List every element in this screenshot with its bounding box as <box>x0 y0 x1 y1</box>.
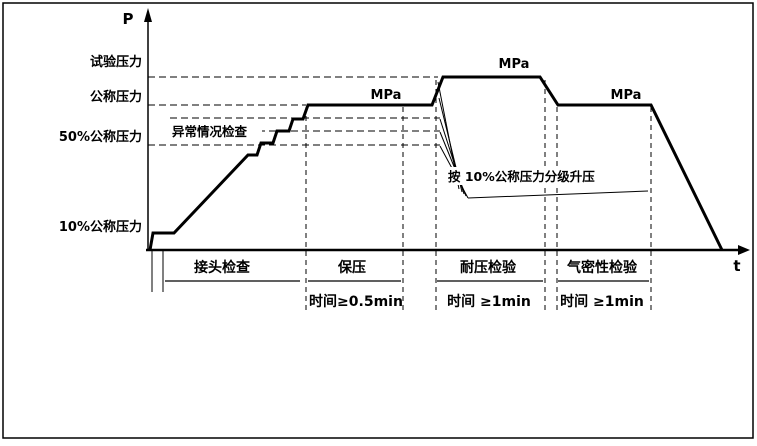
step-up-label: 按 10%公称压力分级升压 <box>448 169 595 184</box>
y-axis-arrow-icon <box>144 8 152 22</box>
abnormal-check-label: 异常情况检查 <box>172 124 248 139</box>
step-up-backing <box>444 167 620 185</box>
y-axis-label: P <box>123 10 134 28</box>
x-axis-label: t <box>733 257 740 275</box>
x-axis-arrow-icon <box>738 245 750 255</box>
dashed-pressure-guides <box>148 76 440 146</box>
diagram-border <box>2 2 754 439</box>
origin-ticks <box>151 250 164 292</box>
mpa-label-hold: MPa <box>371 88 402 103</box>
section-dividers <box>305 80 652 312</box>
label-test-pressure: 试验压力 <box>90 54 142 70</box>
mpa-label-tightness: MPa <box>611 88 642 103</box>
step-up-baseline <box>467 190 649 199</box>
pressure-curve <box>148 75 724 251</box>
stage-tightness-label: 气密性检验 <box>566 259 638 276</box>
label-fifty-percent: 50%公称压力 <box>59 129 142 145</box>
stage-hold-label: 保压 <box>337 259 366 276</box>
label-ten-percent: 10%公称压力 <box>59 219 142 235</box>
mpa-label-peak: MPa <box>499 57 530 72</box>
stage-test-label: 耐压检验 <box>460 259 517 276</box>
time-hold: 时间≥0.5min <box>309 293 403 310</box>
label-nominal-pressure: 公称压力 <box>90 89 142 105</box>
time-tightness: 时间 ≥1min <box>560 293 644 310</box>
abnormal-check-backing <box>168 122 262 139</box>
time-test: 时间 ≥1min <box>447 293 531 310</box>
stage-joint-label: 接头检查 <box>194 259 251 276</box>
